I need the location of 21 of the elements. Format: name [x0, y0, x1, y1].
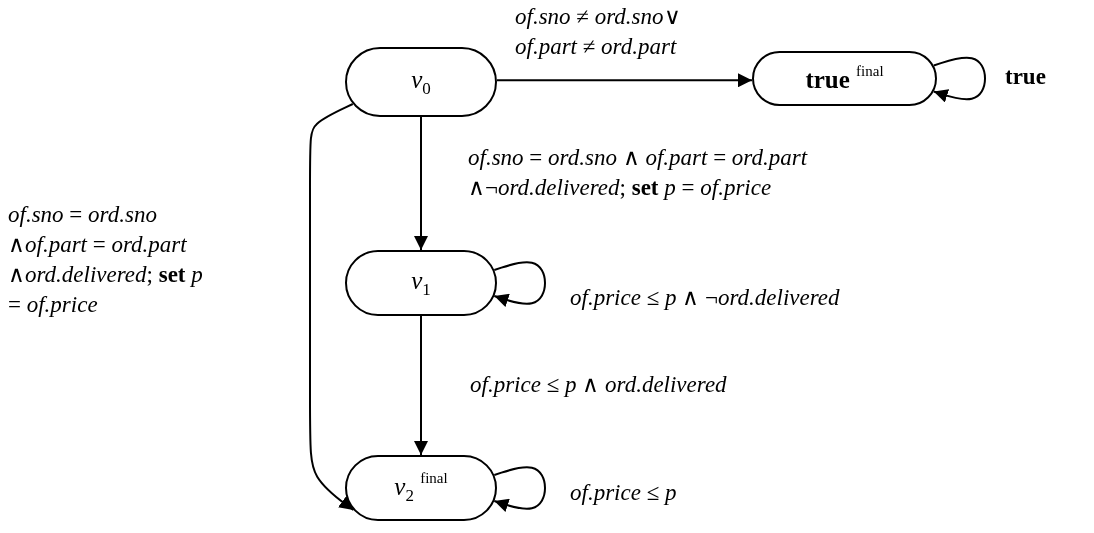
edge-label: of.sno = ord.sno ∧ of.part = ord.part ∧¬ord.delivered; set p = of.price	[468, 144, 809, 202]
state-node	[345, 250, 497, 316]
state-label: v$_{1}$	[411, 266, 431, 300]
arrow	[414, 116, 428, 251]
edge-label: true	[1005, 63, 1047, 91]
state-node	[752, 51, 937, 106]
arrow	[414, 315, 428, 456]
arrow	[493, 261, 546, 307]
state-label: v$_{0}$	[411, 65, 431, 99]
edge-label: of.sno ≠ ord.sno∨ of.part ≠ ord.part	[515, 3, 682, 61]
edge-label: of.sno = ord.sno ∧of.part = ord.part ∧ord.delivered; set p = of.price	[8, 201, 204, 319]
state-node	[345, 455, 497, 521]
edge-label: of.price ≤ p	[570, 479, 678, 507]
arrow	[309, 103, 355, 511]
state-label: true $^{final}$	[805, 63, 884, 94]
edge-label: of.price ≤ p ∧ ord.delivered	[470, 371, 728, 399]
arrow	[932, 56, 986, 103]
state-node	[345, 47, 497, 117]
arrow	[493, 466, 546, 512]
edge-label: of.price ≤ p ∧ ¬ord.delivered	[570, 284, 841, 312]
arrow	[496, 73, 753, 88]
